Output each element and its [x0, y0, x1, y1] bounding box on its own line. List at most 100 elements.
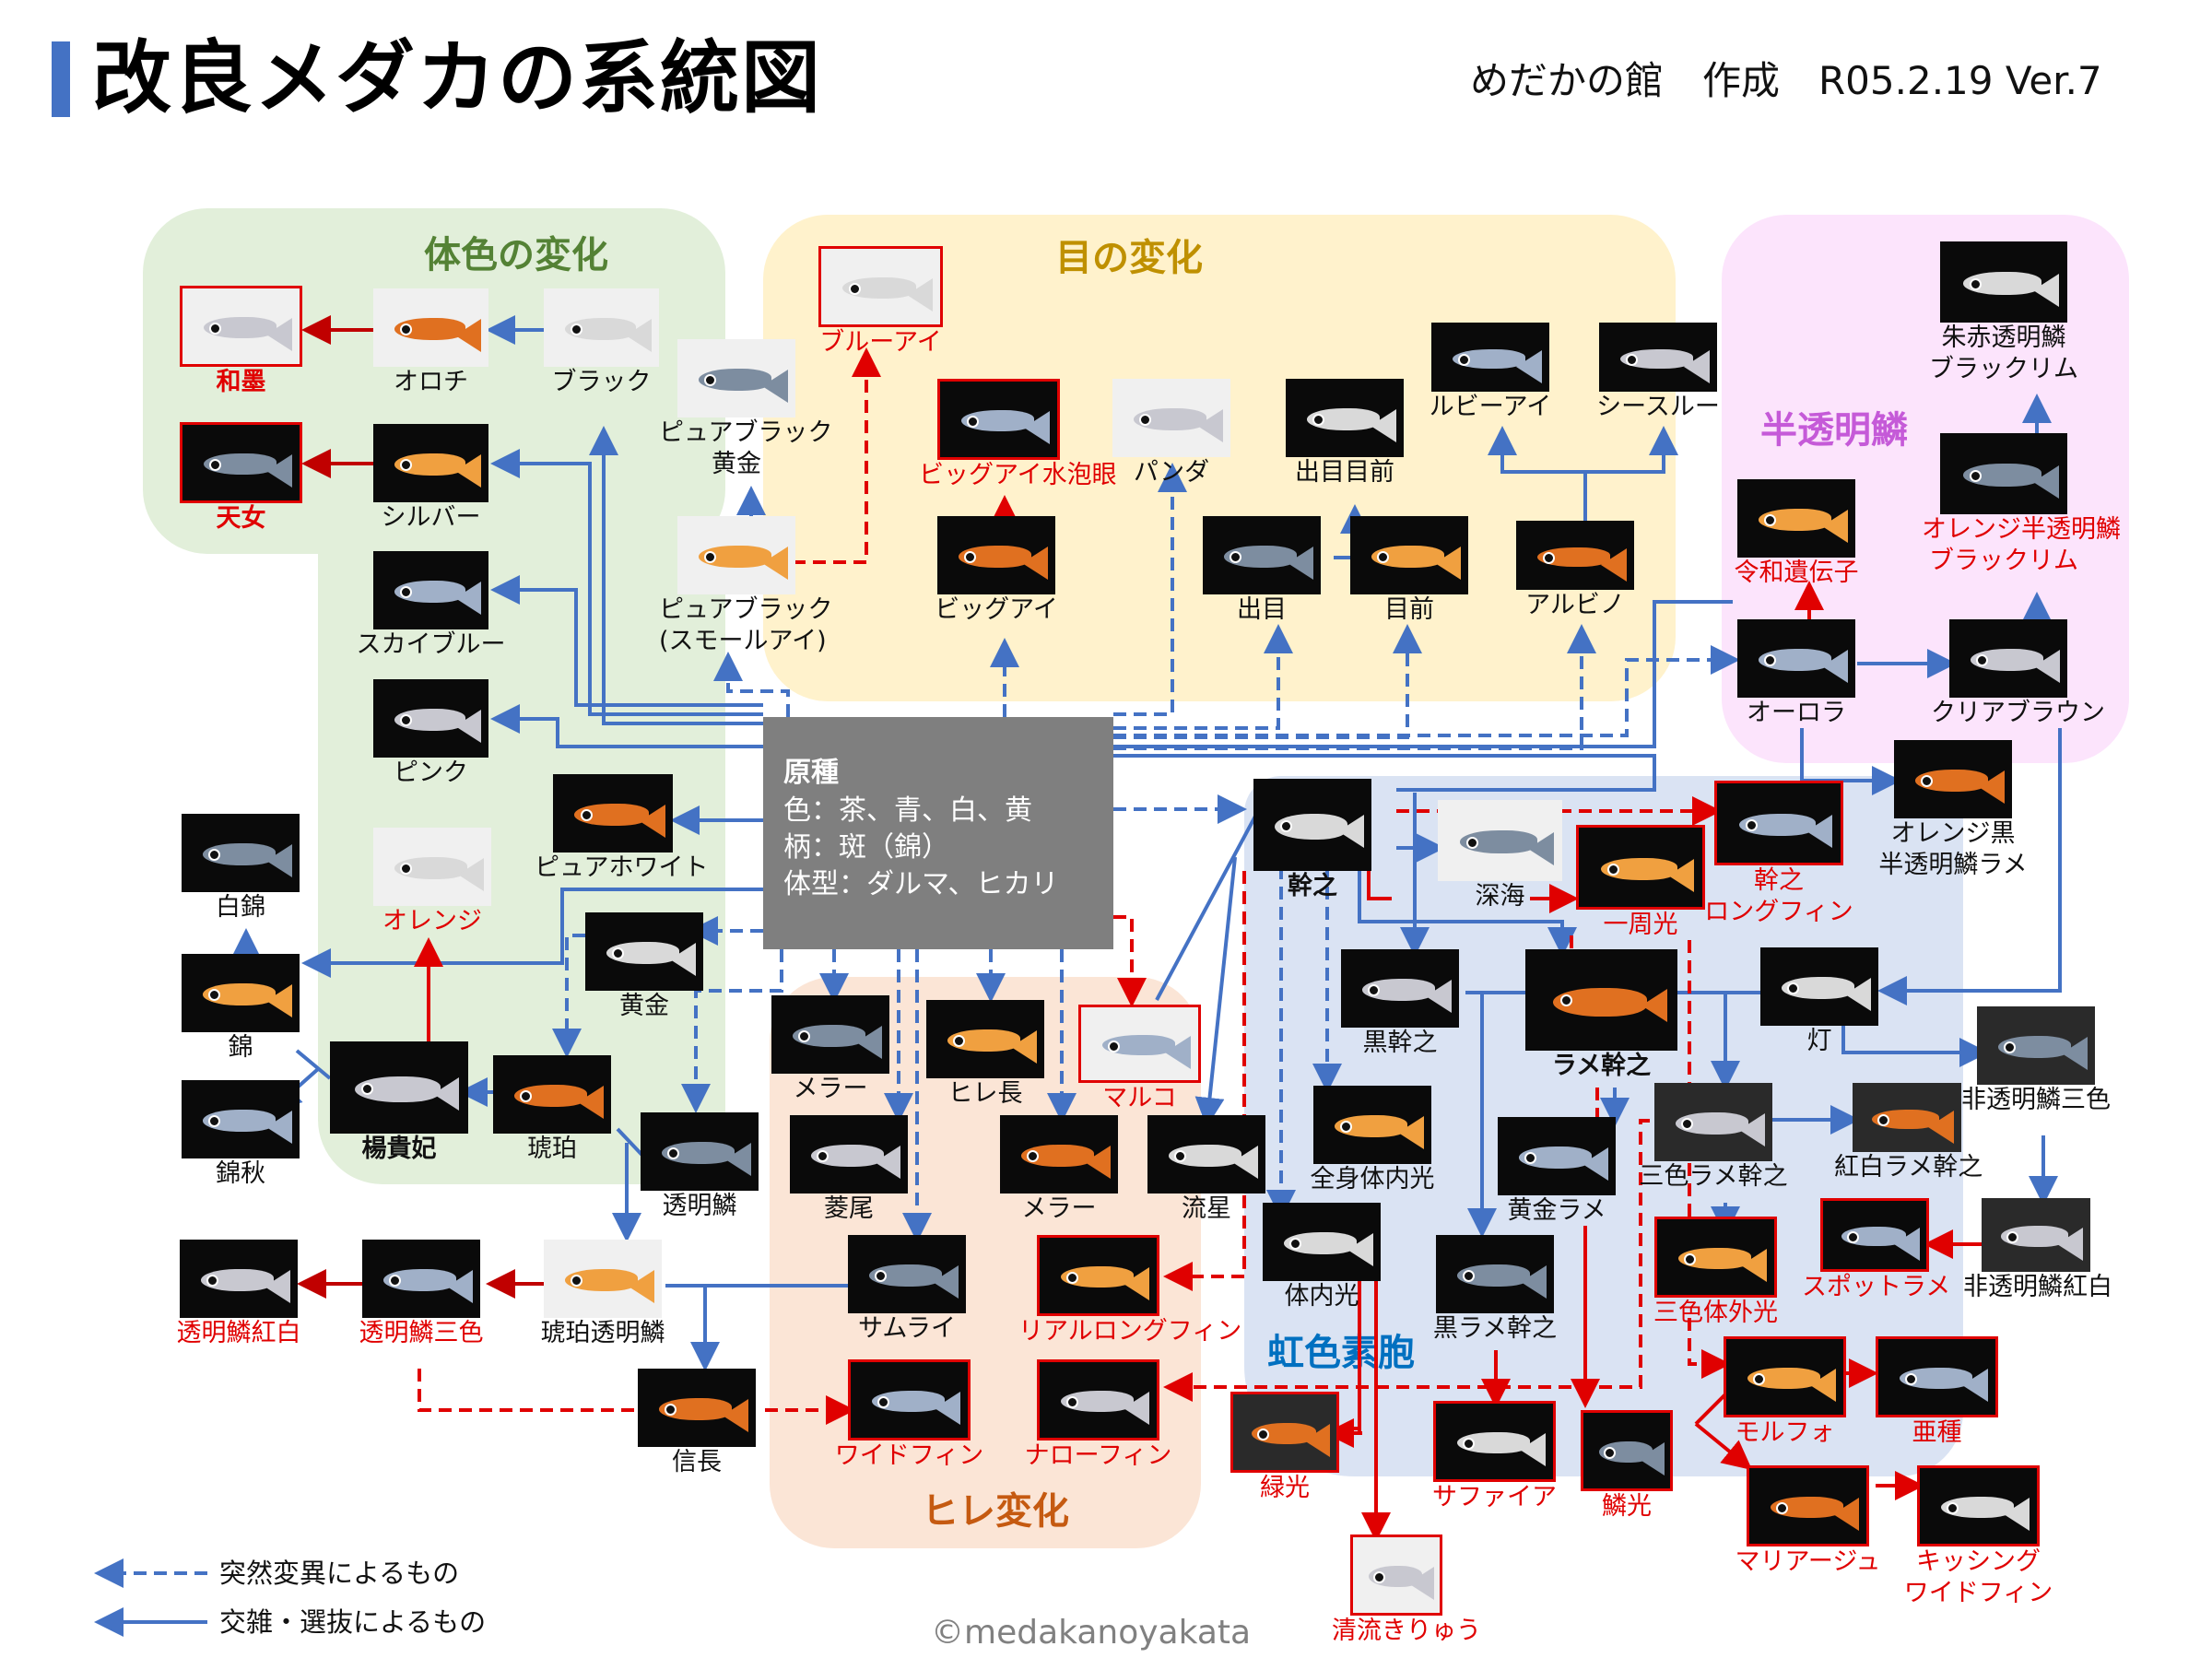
fish-icon [1872, 1109, 1955, 1144]
fish-label: 一周光 [1603, 911, 1678, 939]
fish-node-tainaikou: 体内光 [1244, 1203, 1399, 1312]
fish-node-sapphire: サファイア [1415, 1401, 1574, 1513]
fish-icon [1759, 649, 1849, 684]
region-title-translucent: 半透明鱗 [1760, 409, 1908, 452]
fish-label: 信長 [672, 1448, 722, 1476]
line-maruko-miyuki [1155, 810, 1260, 1001]
fish-node-kissing: キッシングワイドフィン [1899, 1465, 2058, 1609]
fish-node-reiwa: 令和遺伝子 [1719, 479, 1874, 589]
fish-node-ashu: 亜種 [1857, 1336, 2017, 1449]
fish-node-pink: ピンク [355, 679, 507, 789]
fish-icon [1620, 348, 1711, 383]
fish-label: パンダ [1133, 458, 1210, 487]
fish-eye-icon [1066, 1271, 1079, 1284]
fish-photo [1982, 1198, 2090, 1272]
fish-label: 幹之 [1288, 872, 1337, 900]
fish-label: サファイア [1432, 1483, 1557, 1511]
fish-node-kuro-miyuki: 黒幹之 [1323, 949, 1477, 1059]
fish-eye-icon [817, 1150, 830, 1163]
fish-eye-icon [1969, 469, 1982, 482]
fish-icon [394, 581, 481, 616]
line-origin-black [589, 426, 763, 725]
fish-photo [1230, 1392, 1339, 1473]
fish-icon [1169, 1145, 1259, 1180]
dline-origin-aurora [1113, 645, 1740, 737]
fish-node-toumeirin: 透明鱗 [622, 1112, 777, 1222]
fish-icon [383, 1269, 474, 1304]
fish-node-miyuki-longfin: 幹之ロングフィン [1696, 781, 1862, 928]
fish-icon [1552, 987, 1668, 1023]
fish-icon [1519, 1146, 1609, 1182]
fish-eye-icon [1543, 551, 1556, 564]
fish-label: キッシング [1916, 1547, 2041, 1576]
fish-icon [1841, 1227, 1921, 1261]
dline-origin-pureblacksmall [713, 652, 790, 717]
fish-icon [1456, 1432, 1546, 1467]
fish-icon [355, 1076, 460, 1111]
fish-label: ブラック [551, 368, 652, 396]
line-nishiki-youkihi [295, 1049, 332, 1080]
fish-node-orange: オレンジ [355, 828, 510, 937]
region-title-body-color: 体色の変化 [424, 234, 608, 276]
fish-photo [638, 1369, 756, 1447]
fish-label: ワイドフィン [1903, 1579, 2053, 1607]
fish-icon [1453, 348, 1543, 383]
fish-icon [1284, 1232, 1374, 1267]
line-akari-hitoumeirin [1841, 1014, 1989, 1067]
fish-eye-icon [1066, 1395, 1079, 1408]
fish-eye-icon [570, 323, 582, 336]
fish-photo [1525, 949, 1677, 1051]
fish-label: ブラックリム [1929, 355, 2078, 383]
fish-icon [203, 843, 293, 878]
fish-eye-icon [1776, 1501, 1789, 1514]
fish-label: 錦 [228, 1033, 253, 1062]
line-albino-seethrough [1585, 426, 1678, 474]
fish-photo [362, 1240, 480, 1318]
fish-eye-icon [1603, 1446, 1616, 1459]
fish-node-samurai: サムライ [830, 1235, 984, 1345]
fish-icon [699, 546, 789, 581]
author-credit: めだかの館 作成 R05.2.19 Ver.7 [1470, 58, 2102, 103]
fish-label: 半透明鱗ラメ [1878, 851, 2028, 879]
fish-icon [871, 1391, 960, 1426]
fish-label: 黒ラメ幹之 [1432, 1314, 1558, 1343]
fish-node-blueeye: ブルーアイ [800, 246, 961, 359]
fish-label: 深海 [1475, 882, 1525, 911]
fish-photo [544, 288, 659, 367]
fish-eye-icon [1524, 1152, 1537, 1165]
fish-label: オレンジ黒 [1890, 819, 2016, 848]
dline-origin-maruko [1113, 915, 1147, 1007]
line-rinkou-morpho [1694, 1390, 1730, 1426]
fish-node-isshuukou: 一周光 [1558, 825, 1724, 941]
fish-photo [373, 679, 488, 758]
fish-icon [574, 804, 665, 839]
fish-eye-icon [399, 459, 412, 472]
fish-icon [1224, 546, 1314, 581]
fish-node-mera2: メラー [982, 1115, 1136, 1225]
fish-label: ピュアホワイト [535, 853, 709, 882]
fish-icon [1275, 814, 1365, 849]
fish-eye-icon [1681, 1118, 1694, 1131]
fish-eye-icon [848, 282, 861, 295]
fish-node-rubyeye: ルビーアイ [1413, 323, 1568, 423]
fish-label: 流星 [1182, 1194, 1231, 1223]
fish-photo [677, 516, 795, 594]
fish-eye-icon [1372, 1570, 1385, 1583]
fish-icon [1739, 813, 1833, 848]
fish-icon [959, 546, 1049, 581]
fish-icon [1962, 272, 2059, 307]
fish-icon [1362, 979, 1453, 1014]
fish-icon [1962, 464, 2059, 499]
fish-eye-icon [1764, 654, 1777, 667]
fish-eye-icon [571, 1275, 583, 1288]
fish-label: 目前 [1384, 595, 1434, 624]
fish-node-akari: 灯 [1742, 947, 1897, 1057]
fish-node-ougon-rame: 黄金ラメ [1479, 1117, 1634, 1227]
fish-node-nishiki: 錦 [163, 954, 318, 1064]
fish-photo [1000, 1115, 1118, 1194]
line-rinkou-mariage [1694, 1422, 1753, 1471]
fish-eye-icon [389, 1275, 402, 1288]
fish-node-panda: パンダ [1094, 379, 1249, 488]
fish-label: 非透明鱗三色 [1961, 1086, 2111, 1114]
fish-photo [1820, 1198, 1929, 1272]
